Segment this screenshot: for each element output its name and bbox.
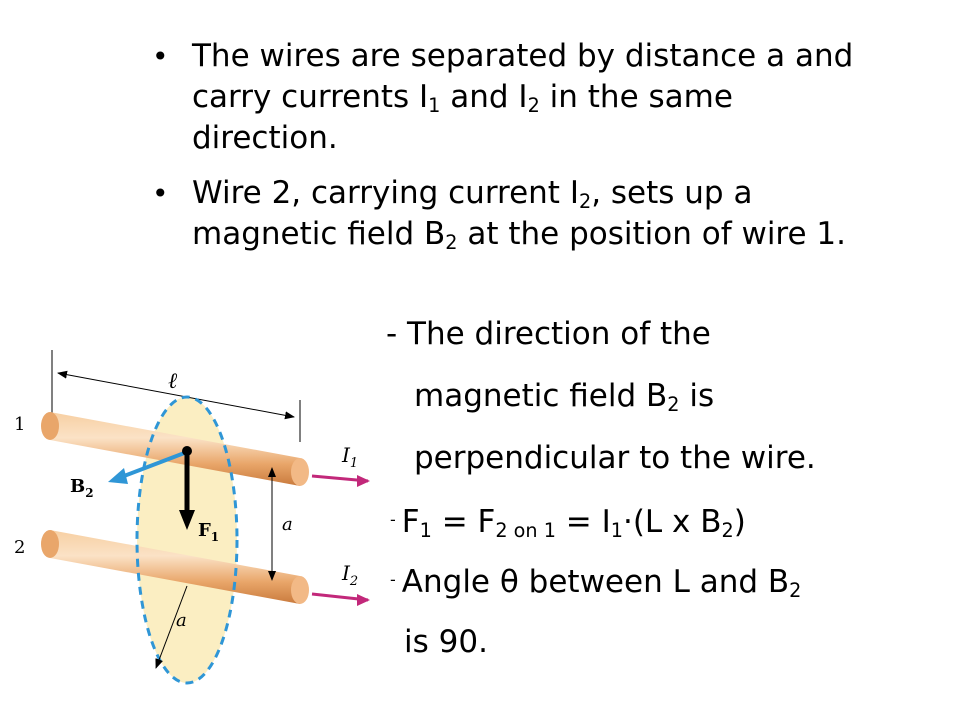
text: ) <box>733 504 746 541</box>
note-direction-line-2: magnetic field B2 is <box>414 376 714 416</box>
text: F <box>401 504 420 541</box>
dash: - <box>390 510 396 529</box>
bullet-list: • The wires are separated by distance a … <box>152 36 942 269</box>
bullet-dot: • <box>152 177 169 210</box>
length-label: ℓ <box>168 369 178 394</box>
force-f1-label: F1 <box>198 520 219 544</box>
length-dimension-line <box>57 370 295 420</box>
subscript: 2 <box>667 392 680 416</box>
force-arrow-f1-head <box>179 510 195 530</box>
text: is <box>679 378 715 414</box>
subscript: 2 on 1 <box>495 518 556 542</box>
subscript: 2 <box>578 189 592 213</box>
wire-1-label: 1 <box>14 414 25 435</box>
wire-2 <box>41 530 309 604</box>
current-arrow-i2-head <box>357 594 370 606</box>
subscript: 1 <box>610 518 623 542</box>
subscript: 2 <box>85 486 93 500</box>
text: magnetic field B <box>192 216 446 252</box>
bullet-magnetic-field: • Wire 2, carrying current I2, sets up a… <box>152 173 942 255</box>
subscript: 1 <box>350 456 358 471</box>
bullet-2-line-1: Wire 2, carrying current I2, sets up a <box>192 173 942 214</box>
subscript: 2 <box>445 230 458 254</box>
dash: - <box>390 570 396 589</box>
text: Angle θ between L and B <box>401 564 790 601</box>
note-force-equation: -F1 = F2 on 1 = I1·(L x B2) <box>390 500 746 542</box>
separation-label: a <box>282 514 293 535</box>
text: I <box>341 561 351 585</box>
bullet-2-line-2: magnetic field B2 at the position of wir… <box>192 214 942 255</box>
field-arrow-b2-head <box>108 468 128 484</box>
text: carry currents I <box>192 79 429 115</box>
radius-arrow <box>155 585 188 669</box>
subscript: 1 <box>211 530 219 544</box>
bullet-wire-separation: • The wires are separated by distance a … <box>152 36 942 159</box>
current-i2-label: I2 <box>341 561 358 589</box>
field-arrow-b2 <box>123 450 188 478</box>
note-direction-line-3: perpendicular to the wire. <box>414 440 816 476</box>
wire-1-point <box>182 446 192 456</box>
note-angle-line-1: -Angle θ between L and B2 <box>390 560 801 602</box>
wire-2-label: 2 <box>14 537 25 558</box>
bullet-1-line-1: The wires are separated by distance a an… <box>192 38 854 74</box>
field-circle <box>135 395 239 685</box>
current-i1-label: I1 <box>341 443 358 471</box>
subscript: 2 <box>527 93 540 117</box>
text: B <box>70 476 85 497</box>
text: Wire 2, carrying current I <box>192 175 579 211</box>
note-angle-line-2: is 90. <box>404 624 488 660</box>
text: , sets up a <box>591 175 753 211</box>
subscript: 1 <box>419 518 432 542</box>
text: in the same <box>539 79 733 115</box>
current-arrow-i1-head <box>357 475 370 487</box>
bullet-1-line-2: carry currents I1 and I2 in the same <box>192 77 942 118</box>
text: I <box>341 443 351 467</box>
note-direction-line-1: - The direction of the <box>386 316 711 352</box>
bullet-1-line-3: direction. <box>192 120 338 156</box>
subscript: 1 <box>428 93 441 117</box>
text: magnetic field B <box>414 378 668 414</box>
wire-1 <box>41 412 309 486</box>
text: = F <box>431 504 496 541</box>
field-b2-label: B2 <box>70 476 94 500</box>
text: F <box>198 520 211 541</box>
text: ·(L x B <box>622 504 722 541</box>
subscript: 2 <box>721 518 734 542</box>
subscript: 2 <box>349 574 358 589</box>
parallel-wires-figure: ℓ 1 2 I1 I2 B2 F1 a a <box>14 350 370 685</box>
subscript: 2 <box>789 578 802 602</box>
radius-label: a <box>176 610 187 631</box>
text: = I <box>555 504 611 541</box>
bullet-dot: • <box>152 40 169 73</box>
text: at the position of wire 1. <box>457 216 846 252</box>
text: and I <box>440 79 528 115</box>
